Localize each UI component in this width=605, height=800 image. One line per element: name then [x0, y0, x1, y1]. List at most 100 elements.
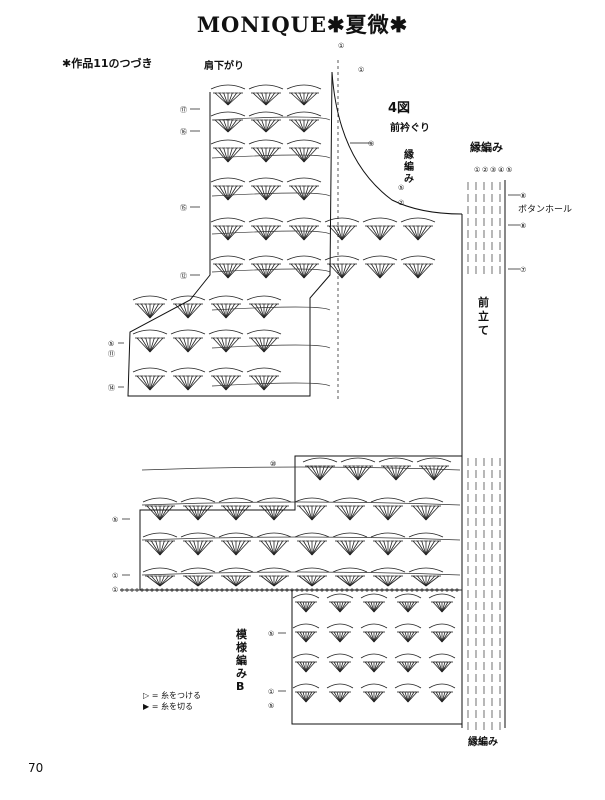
arch-chain	[256, 532, 292, 538]
treble-stitch	[387, 575, 393, 587]
fan-stitch	[324, 217, 360, 241]
fan-stitch	[324, 255, 360, 279]
chain-dot	[170, 588, 174, 592]
treble-stitch	[407, 661, 412, 673]
treble-stitch	[387, 505, 402, 521]
treble-stitch	[438, 691, 443, 703]
arch-chain	[326, 683, 354, 689]
treble-stitch	[265, 119, 271, 133]
treble-stitch	[188, 505, 199, 521]
arch-chain	[286, 217, 322, 223]
row-marker: ⑰	[180, 106, 187, 114]
treble-stitch	[417, 225, 428, 241]
arch-chain	[302, 457, 338, 463]
treble-stitch	[373, 631, 378, 643]
treble-stitch	[225, 337, 231, 353]
treble-stitch	[303, 263, 318, 279]
chain-dot	[365, 588, 369, 592]
treble-stitch	[341, 575, 351, 587]
arch-chain	[218, 532, 254, 538]
treble-stitch	[341, 225, 356, 241]
arch-chain	[332, 567, 368, 573]
treble-stitch	[225, 375, 240, 391]
arch-chain	[286, 139, 322, 145]
treble-stitch	[299, 225, 305, 241]
treble-stitch	[265, 575, 275, 587]
treble-stitch	[225, 337, 236, 353]
chain-dot	[410, 588, 414, 592]
treble-stitch	[404, 691, 409, 703]
fan-stitch	[370, 532, 406, 556]
treble-stitch	[424, 465, 435, 481]
fan-stitch	[210, 84, 246, 106]
treble-stitch	[408, 225, 419, 241]
treble-stitch	[379, 575, 389, 587]
treble-stitch	[305, 661, 310, 673]
fan-stitch	[292, 653, 320, 673]
treble-stitch	[311, 540, 317, 556]
treble-stitch	[252, 147, 267, 163]
row-marker: ⑤	[398, 184, 404, 192]
fan-stitch	[292, 623, 320, 643]
treble-stitch	[373, 691, 384, 703]
treble-stitch	[307, 505, 313, 521]
treble-stitch	[441, 691, 452, 703]
treble-stitch	[344, 465, 359, 481]
treble-stitch	[263, 337, 274, 353]
treble-stitch	[159, 540, 170, 556]
arch-chain	[324, 255, 360, 261]
treble-stitch	[339, 691, 344, 703]
chain-dot	[135, 588, 139, 592]
chain-dot	[255, 588, 259, 592]
chain-dot	[200, 588, 204, 592]
treble-stitch	[345, 575, 351, 587]
treble-stitch	[231, 505, 237, 521]
arch-chain	[286, 111, 322, 117]
treble-stitch	[260, 575, 275, 587]
fan-stitch	[408, 567, 444, 587]
chain-dot	[285, 588, 289, 592]
treble-stitch	[404, 631, 409, 643]
treble-stitch	[149, 303, 160, 319]
treble-stitch	[140, 375, 151, 391]
chain-dot	[310, 588, 314, 592]
chain-dot	[240, 588, 244, 592]
treble-stitch	[260, 505, 275, 521]
arch-chain	[428, 623, 456, 629]
treble-stitch	[197, 540, 212, 556]
treble-stitch	[189, 575, 199, 587]
treble-stitch	[339, 601, 350, 613]
treble-stitch	[435, 601, 443, 613]
treble-stitch	[330, 661, 341, 673]
treble-stitch	[265, 92, 271, 106]
treble-stitch	[145, 375, 151, 391]
arch-chain	[286, 177, 322, 183]
treble-stitch	[413, 263, 419, 279]
treble-stitch	[364, 631, 375, 643]
arch-chain	[248, 255, 284, 261]
treble-stitch	[441, 601, 446, 613]
treble-stitch	[341, 263, 352, 279]
treble-stitch	[407, 631, 412, 643]
legend-item-cut: ▶ = 糸を切る	[143, 703, 193, 711]
treble-stitch	[273, 540, 284, 556]
chain-arc	[211, 192, 331, 197]
treble-stitch	[159, 575, 165, 587]
chain-dot	[185, 588, 189, 592]
treble-stitch	[235, 575, 241, 587]
treble-stitch	[187, 303, 198, 319]
treble-stitch	[379, 225, 385, 241]
arch-chain	[210, 217, 246, 223]
treble-stitch	[235, 540, 250, 556]
treble-stitch	[225, 303, 231, 319]
chain-dot	[455, 588, 459, 592]
arch-chain	[370, 497, 406, 503]
legend-item-attach: ▷ = 糸をつける	[143, 692, 201, 700]
treble-stitch	[227, 147, 238, 163]
treble-stitch	[357, 465, 372, 481]
arch-chain	[180, 497, 216, 503]
treble-stitch	[299, 661, 307, 673]
treble-stitch	[159, 540, 165, 556]
treble-stitch	[333, 661, 341, 673]
